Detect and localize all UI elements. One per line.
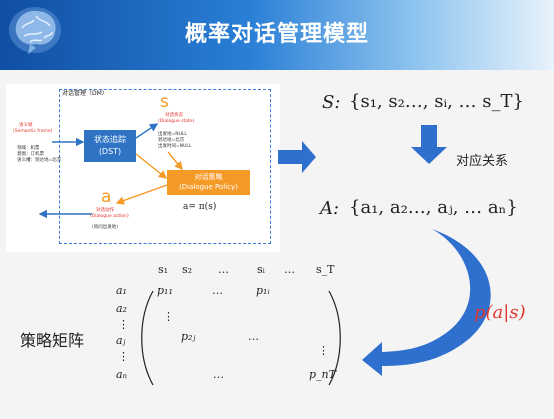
curved-arrow <box>362 229 491 376</box>
dst-box: 状态追踪 (DST) <box>84 130 136 162</box>
dm-panel-title: 对话管理（DM） <box>62 90 108 97</box>
row-header-an: aₙ <box>116 368 128 381</box>
brain-logo-icon <box>9 7 61 54</box>
state-letter: s <box>160 92 169 112</box>
semantic-frame-title-zh: 语义帧 <box>19 123 33 128</box>
row-header-aj: aⱼ <box>116 334 126 347</box>
dm-panel <box>6 84 280 252</box>
semantic-frame-line-1: 领域：机票 <box>17 146 40 151</box>
cell-hdots-rown: … <box>213 368 224 381</box>
row-header-vdots-2: ⋮ <box>118 350 129 363</box>
cell-p1i: p₁ᵢ <box>256 284 270 297</box>
col-header-s2: s₂ <box>182 263 193 276</box>
dst-label-en: (DST) <box>98 147 122 156</box>
probability-label: p(a|s) <box>474 302 526 323</box>
state-to-policy-arrow <box>167 151 183 171</box>
cell-vdots-col1: ⋮ <box>163 310 174 323</box>
dst-label-zh: 状态追踪 <box>94 135 126 144</box>
dst-to-state-arrow <box>135 123 159 139</box>
cell-hdots-rowj: … <box>248 330 259 343</box>
col-header-s1: s₁ <box>158 263 169 276</box>
state-line-2: 到达地=北京 <box>158 138 185 143</box>
state-set: {s₁, s₂…, sᵢ, … s_T} <box>349 91 524 112</box>
policy-label-zh: 对话策略 <box>194 173 223 181</box>
col-header-dots-2: … <box>284 263 295 276</box>
dst-to-policy-arrow <box>135 153 168 179</box>
page-title: 概率对话管理模型 <box>184 22 369 47</box>
row-header-a1: a₁ <box>116 284 127 297</box>
matrix-right-bracket <box>328 290 341 386</box>
semantic-frame-line-2: 意图：订机票 <box>17 152 44 157</box>
col-header-sT: s_T <box>316 263 335 276</box>
relation-label: 对应关系 <box>456 154 509 169</box>
state-line-3: 出发时间=NULL <box>158 144 192 149</box>
semantic-frame-line-3: 语义槽：到达地=北京 <box>17 158 62 163</box>
cell-p11: p₁₁ <box>157 284 173 297</box>
cell-pnT: p_nT <box>309 368 336 381</box>
big-right-arrow <box>278 141 316 173</box>
title-bar: 概率对话管理模型 <box>0 0 554 70</box>
matrix-left-bracket <box>141 290 154 386</box>
state-title-zh: 对话状态 <box>165 113 183 118</box>
row-header-vdots-1: ⋮ <box>118 318 129 331</box>
action-line: (询问出发地) <box>92 225 119 230</box>
policy-label-en: (Dialogue Policy) <box>179 183 238 191</box>
action-title-zh: 对话动作 <box>96 208 114 213</box>
semantic-frame-title-en: (Semantic frame) <box>13 129 53 134</box>
big-down-arrow <box>411 125 447 164</box>
action-set: {a₁, a₂…, aⱼ, … aₙ} <box>349 197 518 218</box>
state-line-1: 出发地=NULL <box>158 132 187 137</box>
state-title-en: (Dialogue state) <box>158 119 195 124</box>
policy-box: 对话策略 (Dialogue Policy) <box>167 170 250 195</box>
action-title-en: (Dialogue action) <box>90 214 129 219</box>
action-set-label: A: <box>320 198 340 219</box>
cell-p2j: p₂ⱼ <box>181 330 196 343</box>
state-set-label: S: <box>322 92 341 113</box>
matrix-label: 策略矩阵 <box>20 331 85 350</box>
cell-hdots-row1: … <box>212 284 223 297</box>
col-header-dots-1: … <box>218 263 229 276</box>
dm-dashed-frame <box>59 89 271 244</box>
col-header-si: sᵢ <box>257 263 265 276</box>
row-header-a2: a₂ <box>116 302 127 315</box>
action-letter: a <box>101 187 112 207</box>
policy-to-action-arrow <box>115 184 168 205</box>
cell-vdots-colT: ⋮ <box>318 344 329 357</box>
policy-formula: a= π(s) <box>183 202 217 212</box>
